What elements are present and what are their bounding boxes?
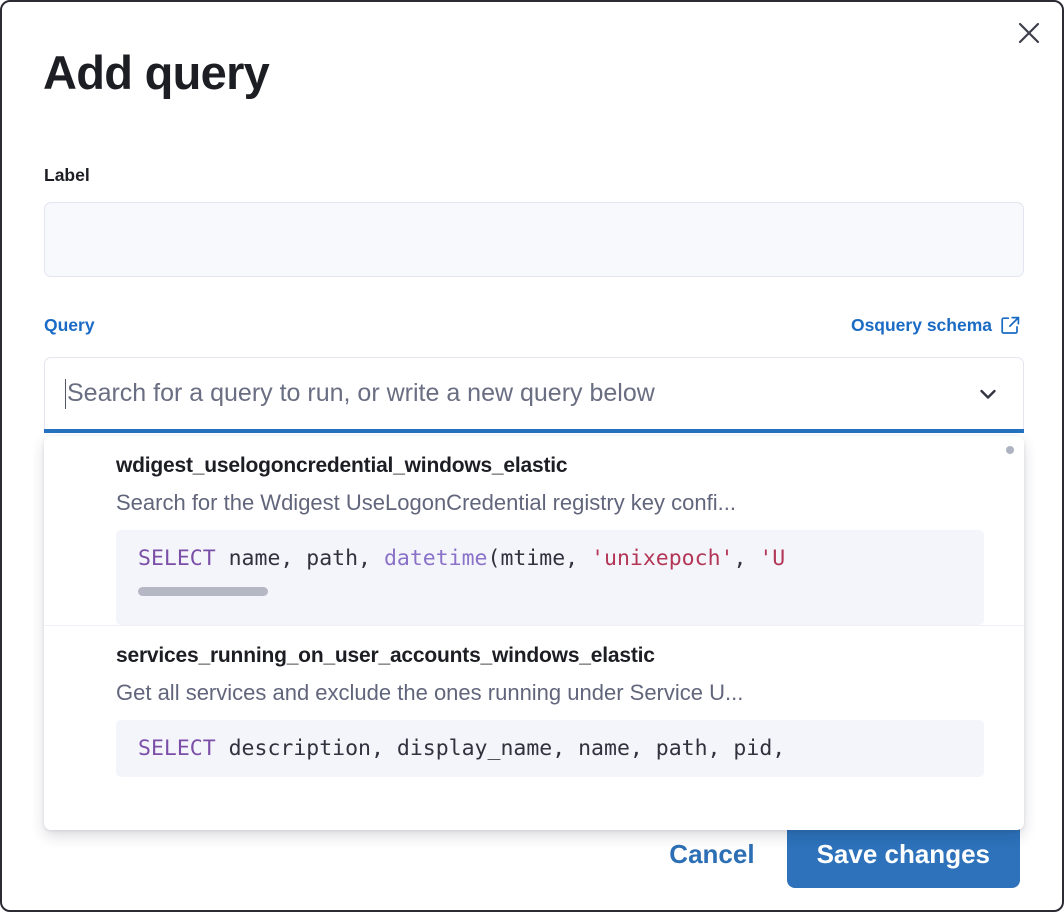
close-icon xyxy=(1016,20,1042,46)
sql-code-line: SELECT description, display_name, name, … xyxy=(138,736,786,762)
combobox-focus-underline xyxy=(44,429,1024,433)
cancel-button[interactable]: Cancel xyxy=(663,829,760,880)
label-field-label: Label xyxy=(44,165,90,185)
query-field-label: Query xyxy=(44,315,95,335)
query-suggestion-item[interactable]: wdigest_uselogoncredential_windows_elast… xyxy=(44,436,1024,626)
osquery-schema-link[interactable]: Osquery schema xyxy=(851,315,1020,336)
scroll-dot-icon[interactable] xyxy=(1006,446,1014,454)
label-input[interactable] xyxy=(44,202,1024,277)
query-suggestion-title: wdigest_uselogoncredential_windows_elast… xyxy=(116,454,568,477)
save-changes-button[interactable]: Save changes xyxy=(786,820,1020,888)
query-suggestion-description: Get all services and exclude the ones ru… xyxy=(116,680,744,706)
sql-scrollbar-thumb[interactable] xyxy=(138,587,268,597)
sql-code-line: SELECT name, path, datetime(mtime, 'unix… xyxy=(138,546,786,571)
query-combobox-placeholder: Search for a query to run, or write a ne… xyxy=(67,379,655,407)
text-caret xyxy=(65,378,66,409)
page-title: Add query xyxy=(43,46,270,99)
chevron-down-icon[interactable] xyxy=(971,381,1005,407)
modal-footer: Cancel Save changes xyxy=(2,798,1062,910)
query-sql-preview: SELECT description, display_name, name, … xyxy=(116,720,984,778)
osquery-schema-link-label: Osquery schema xyxy=(850,315,992,335)
external-link-icon xyxy=(1001,316,1020,335)
close-icon-button[interactable] xyxy=(1008,12,1050,54)
query-suggestion-title: services_running_on_user_accounts_window… xyxy=(116,644,655,668)
query-suggestion-item[interactable]: services_running_on_user_accounts_window… xyxy=(44,625,1024,778)
query-suggestion-description: Search for the Wdigest UseLogonCredentia… xyxy=(116,490,736,515)
sql-horizontal-scrollbar[interactable] xyxy=(138,573,984,625)
query-sql-preview: SELECT name, path, datetime(mtime, 'unix… xyxy=(116,530,984,626)
query-suggestions-dropdown: wdigest_uselogoncredential_windows_elast… xyxy=(44,436,1024,830)
query-suggestion-list: wdigest_uselogoncredential_windows_elast… xyxy=(44,436,1024,778)
query-combobox[interactable]: Search for a query to run, or write a ne… xyxy=(44,357,1024,429)
